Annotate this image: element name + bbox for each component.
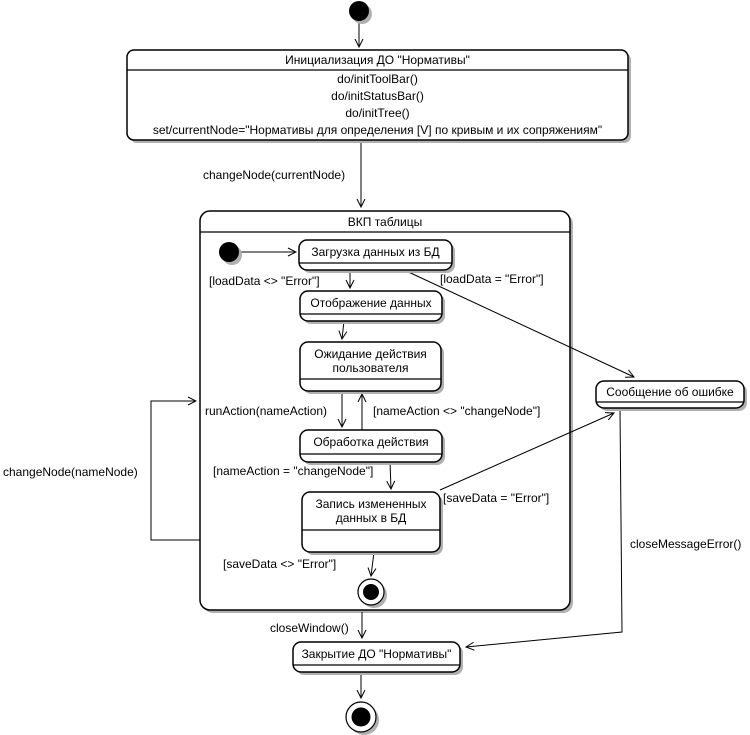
state-close-do	[292, 641, 463, 675]
composite-state-vkp-tables	[199, 210, 573, 613]
state-process-action-title: Обработка действия	[313, 435, 429, 449]
state-close-do-title: Закрытие ДО "Нормативы"	[301, 646, 452, 661]
final-state-bottom	[345, 701, 379, 735]
state-error-message	[595, 380, 747, 411]
action-init-statusbar: do/initStatusBar()	[331, 89, 424, 103]
state-process-action	[299, 429, 445, 465]
action-set-current-node: set/currentNode="Нормативы для определен…	[152, 123, 603, 137]
state-init-do	[126, 49, 631, 143]
label-save-ok: [saveData <> "Error"]	[223, 557, 337, 571]
initial-state-inner	[219, 242, 242, 265]
composite-state-title: ВКП таблицы	[347, 214, 423, 229]
transitions-layer	[150, 20, 634, 698]
label-change-node-current: changeNode(currentNode)	[203, 168, 346, 182]
action-init-tree: do/initTree()	[345, 106, 410, 120]
state-init-do-title: Инициализация ДО "Нормативы"	[285, 53, 470, 67]
state-init-do-actions: do/initToolBar() do/initStatusBar() do/i…	[127, 71, 628, 139]
final-state-inner	[357, 578, 387, 608]
label-load-error: [loadData = "Error"]	[440, 272, 544, 286]
label-change-node-name: changeNode(nameNode)	[3, 465, 138, 479]
state-display-data-title: Отображение данных	[310, 295, 432, 310]
transition-message-to-close	[466, 409, 623, 647]
initial-state-top	[349, 1, 372, 24]
transition-write-to-message	[439, 413, 614, 491]
state-load-data-title: Загрузка данных из БД	[311, 244, 440, 259]
transition-write-to-final	[371, 551, 374, 576]
transition-composite-self-loop	[150, 401, 200, 541]
transition-process-to-write	[390, 461, 391, 489]
label-name-action-eq: [nameAction = "changeNode"]	[213, 464, 374, 478]
state-write-data	[301, 491, 443, 555]
label-save-error: [saveData = "Error"]	[443, 491, 550, 505]
label-load-ok: [loadData <> "Error"]	[209, 274, 320, 288]
transition-load-to-message	[401, 268, 634, 377]
state-error-message-title: Сообщение об ошибке	[606, 384, 734, 399]
state-write-data-title: Запись измененных данных в БД	[315, 497, 427, 525]
label-run-action: runAction(nameAction)	[205, 404, 328, 418]
label-name-action-neq: [nameAction <> "changeNode"]	[373, 404, 541, 418]
state-display-data	[299, 290, 445, 324]
state-load-data	[298, 239, 455, 273]
state-wait-user-action	[299, 341, 444, 394]
action-init-toolbar: do/initToolBar()	[337, 72, 418, 86]
label-close-window: closeWindow()	[270, 621, 349, 635]
label-close-message-error: closeMessageError()	[630, 537, 742, 551]
state-wait-user-action-title: Ожидание действия пользователя	[314, 346, 427, 375]
